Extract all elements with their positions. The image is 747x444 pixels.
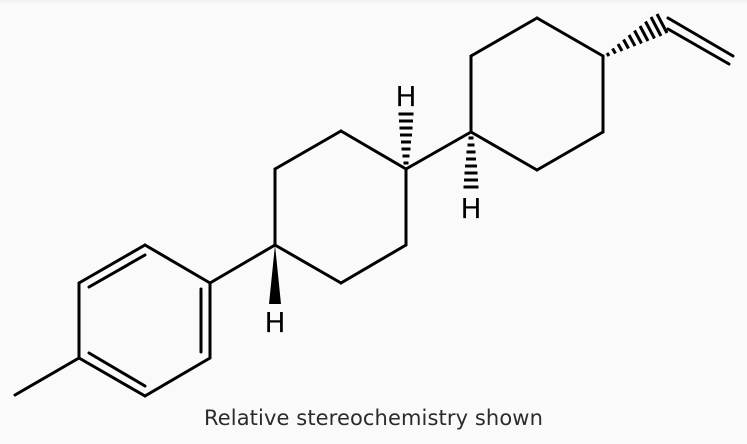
- benzene-ring: [77, 243, 212, 398]
- vinyl-group: [666, 16, 735, 66]
- hashed-bond-vinyl: [605, 13, 669, 57]
- aryl-cyclohexyl-bond: [208, 243, 277, 285]
- stereochemistry-caption: Relative stereochemistry shown: [204, 406, 543, 430]
- hydrogen-label: H: [264, 306, 285, 339]
- cyclohexane-ring-b: [469, 16, 605, 172]
- bicyclohexyl-bond: [404, 130, 473, 171]
- cyclohexane-ring-a: [273, 129, 408, 285]
- methyl-group: [13, 356, 81, 397]
- hydrogen-label: H: [395, 80, 416, 113]
- hydrogen-label: H: [460, 192, 481, 225]
- hashed-bond-h-ring-b: H: [460, 136, 482, 225]
- hashed-bond-h-ring-a: H: [395, 80, 417, 165]
- wedge-bond-h: H: [264, 245, 286, 339]
